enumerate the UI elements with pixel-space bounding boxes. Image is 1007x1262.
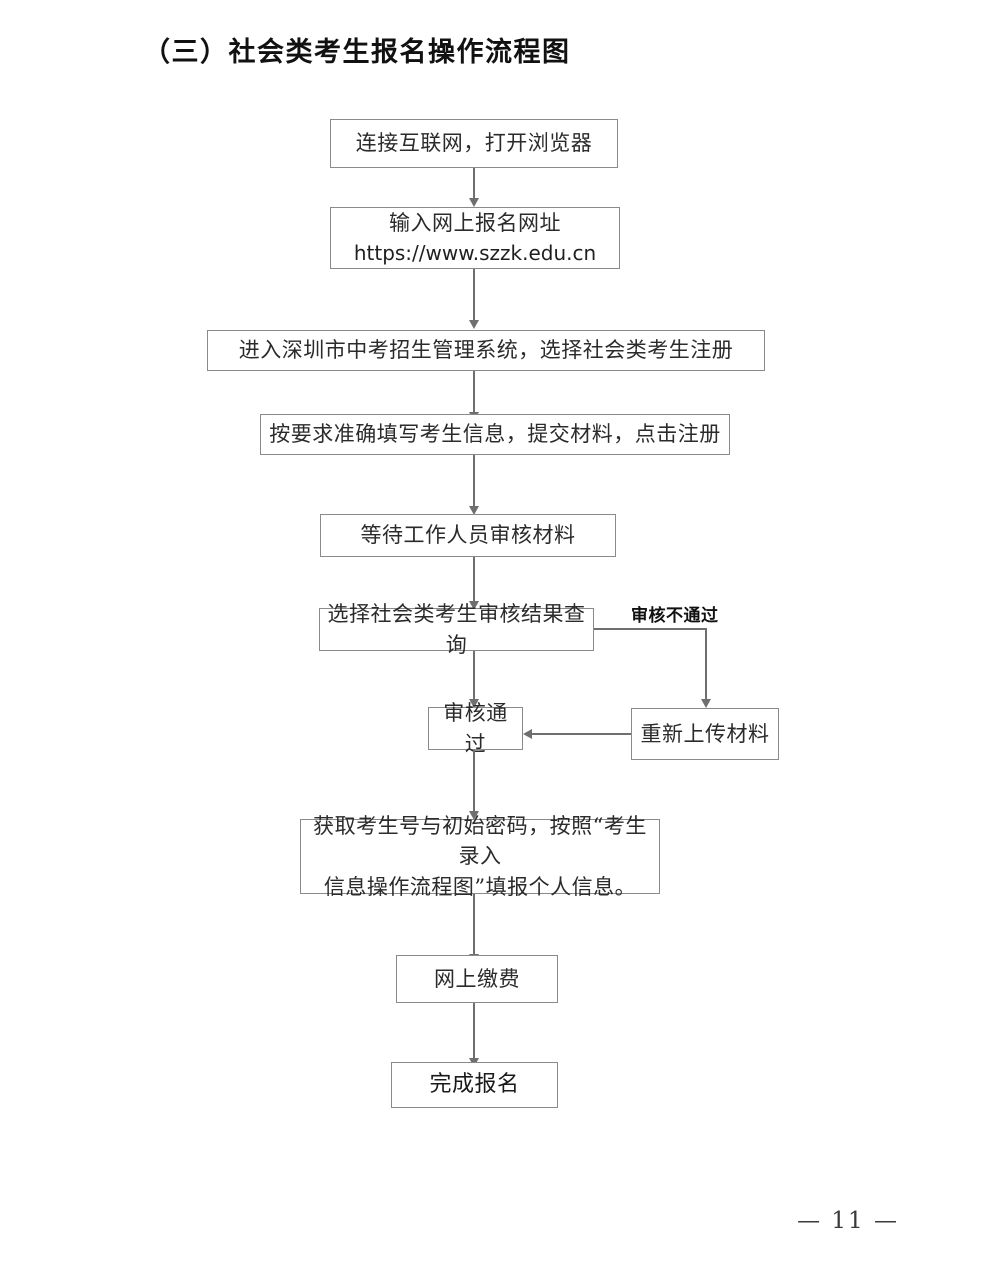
flow-node-label: 网上缴费 [434, 966, 520, 991]
flow-node-review-passed: 审核通过 [428, 701, 523, 756]
connector-n10-n11 [473, 1003, 475, 1059]
flow-node-enter-url: 输入网上报名网址 https://www.szzk.edu.cn [330, 207, 620, 269]
arrowhead-n6-n7 [469, 699, 479, 708]
flow-node-label: 等待工作人员审核材料 [360, 523, 576, 548]
branch-label-reject: 审核不通过 [631, 606, 719, 626]
flow-node-label: 获取考生号与初始密码，按照“考生录入 [313, 813, 647, 869]
flow-node-label: 重新上传材料 [640, 721, 770, 746]
flow-node-check-review-result: 选择社会类考生审核结果查询 [319, 602, 594, 657]
flow-node-label: 输入网上报名网址 [389, 211, 561, 236]
connector-n6-n8-horizontal [594, 628, 706, 630]
flow-node-reupload-materials: 重新上传材料 [631, 708, 779, 760]
connector-n2-n3 [473, 269, 475, 321]
flow-node-wait-review: 等待工作人员审核材料 [320, 514, 616, 557]
connector-n3-n4 [473, 371, 475, 413]
flow-node-label: 进入深圳市中考招生管理系统，选择社会类考生注册 [238, 338, 734, 363]
arrowhead-n2-n3 [469, 320, 479, 329]
arrowhead-n5-n6 [469, 601, 479, 610]
arrowhead-n7-n9 [469, 811, 479, 820]
connector-n6-n7 [473, 651, 475, 700]
connector-n1-n2 [473, 168, 475, 199]
flow-node-fill-info-register: 按要求准确填写考生信息，提交材料，点击注册 [260, 414, 730, 455]
flow-node-label: 按要求准确填写考生信息，提交材料，点击注册 [269, 422, 721, 447]
flow-node-get-exam-number: 获取考生号与初始密码，按照“考生录入 信息操作流程图”填报个人信息。 [300, 814, 660, 899]
flow-node-label: 选择社会类考生审核结果查询 [327, 602, 586, 657]
arrowhead-n1-n2 [469, 198, 479, 207]
arrowhead-n4-n5 [469, 506, 479, 515]
connector-n5-n6 [473, 557, 475, 602]
flow-node-enter-system: 进入深圳市中考招生管理系统，选择社会类考生注册 [207, 330, 765, 371]
flow-node-label: 完成报名 [429, 1072, 520, 1098]
connector-n8-n7 [532, 733, 631, 735]
flow-node-url: https://www.szzk.edu.cn [353, 240, 597, 265]
page-number: — 11 — [797, 1208, 899, 1234]
connector-n9-n10 [473, 894, 475, 955]
flow-node-label: 审核通过 [443, 701, 508, 756]
arrowhead-n6-n8 [701, 699, 711, 708]
flow-node-registration-complete: 完成报名 [391, 1062, 558, 1108]
connector-n6-n8-vertical [705, 628, 707, 700]
flow-node-label: 连接互联网，打开浏览器 [355, 131, 593, 156]
connector-n4-n5 [473, 455, 475, 507]
page-title: （三）社会类考生报名操作流程图 [143, 37, 571, 68]
arrowhead-n8-n7 [523, 729, 532, 739]
flow-node-online-payment: 网上缴费 [396, 955, 558, 1003]
connector-n7-n9 [473, 750, 475, 812]
flow-node-connect-internet: 连接互联网，打开浏览器 [330, 119, 618, 168]
flow-node-label-line2: 信息操作流程图”填报个人信息。 [323, 874, 637, 899]
